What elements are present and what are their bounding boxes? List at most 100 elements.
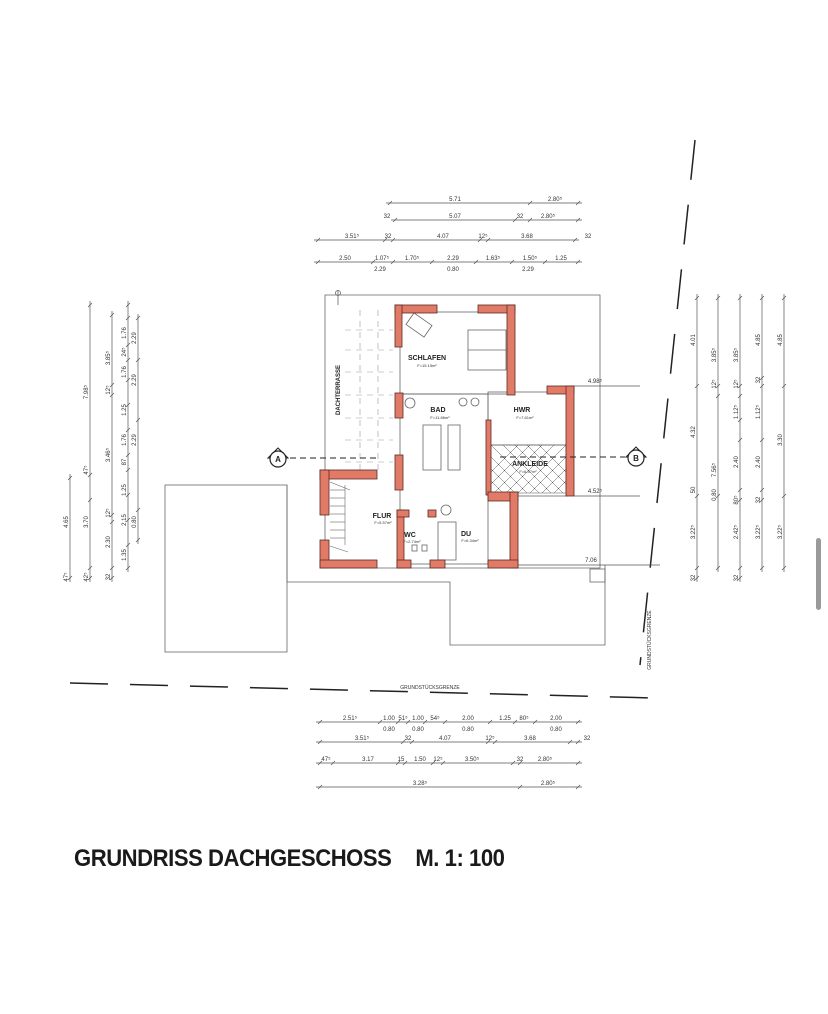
dimension-value: 4.07	[439, 736, 451, 742]
dimension-tick	[109, 565, 115, 571]
scrollbar[interactable]	[816, 538, 821, 610]
dimension-tick	[759, 487, 765, 493]
dimension-tick	[575, 739, 581, 745]
dimension-value: 1.70⁵	[405, 255, 420, 262]
dimension-tick	[125, 315, 131, 321]
dimension-value: 2.40	[734, 456, 740, 468]
room-name-du: DU	[461, 531, 471, 538]
dimension-value: 3.70	[84, 516, 90, 528]
dimension-value: 3.85⁵	[105, 350, 112, 365]
section-line: A B	[266, 446, 648, 468]
dimension-tick	[125, 542, 131, 548]
dimension-value: 0.80	[412, 727, 424, 733]
dimension-tick	[485, 237, 491, 243]
ground-floor-outline	[286, 485, 606, 646]
dimension-value: 2.30	[106, 536, 112, 548]
dimension-tick	[422, 719, 428, 725]
dimension-value: 1.50	[414, 757, 426, 763]
dimension-value: 12⁵	[733, 379, 740, 389]
dimension-tick	[781, 383, 787, 389]
dimension-value: 3.30	[778, 434, 784, 446]
dimension-tick	[473, 259, 479, 265]
dimension-value: 32	[385, 234, 392, 240]
dimension-tick	[135, 357, 141, 363]
dimension-value: 4.01	[691, 334, 697, 346]
terrace-label: DACHTERRASSE	[336, 365, 342, 415]
dimension-value: 7.56⁵	[711, 462, 718, 477]
room-area-flur: F=5.57m²	[374, 520, 392, 525]
dimension-tick	[512, 719, 518, 725]
dimension-value: 80⁵	[519, 715, 529, 722]
dimension-value: 2.15	[122, 514, 128, 526]
section-marker-b: B	[624, 446, 648, 467]
dimension-value: 87	[122, 458, 128, 465]
dimension-tick	[759, 565, 765, 571]
dimension-tick	[737, 295, 743, 301]
dimension-tick	[575, 784, 581, 790]
dimension-value: 2.29	[447, 256, 459, 262]
dimension-value: 4.85	[778, 334, 784, 346]
dim-label: 4.98⁵	[588, 378, 603, 385]
dimension-tick	[737, 437, 743, 443]
dimension-value: 32	[585, 234, 592, 240]
dimension-tick	[567, 739, 573, 745]
dimension-tick	[390, 259, 396, 265]
dimension-value: 2.50	[339, 256, 351, 262]
dimension-tick	[125, 565, 131, 571]
dimension-tick	[87, 472, 93, 478]
dimension-tick	[715, 565, 721, 571]
dimension-tick	[135, 507, 141, 513]
dimension-value: 2.80⁵	[541, 213, 556, 220]
scale-text: M. 1: 100	[415, 845, 505, 872]
dimension-value: 15	[398, 757, 405, 763]
terrace-grid	[345, 310, 393, 470]
dimension-value: 2.80⁵	[538, 756, 553, 763]
dimension-value: 1.07⁵	[375, 255, 390, 262]
dimension-tick	[317, 719, 323, 725]
dimension-value: 12⁵	[105, 385, 112, 395]
dimension-tick	[125, 342, 131, 348]
dimension-value: 4.07	[437, 234, 449, 240]
dimension-value: 5.07	[449, 214, 461, 220]
dimension-tick	[125, 377, 131, 383]
dimension-tick	[125, 467, 131, 473]
dimension-value: 32	[691, 574, 697, 581]
dimension-value: 12⁵	[711, 379, 718, 389]
dimension-value: 4.32	[691, 426, 697, 438]
room-name-schlafen: SCHLAFEN	[408, 355, 446, 362]
dimension-value: 1.00	[383, 716, 395, 722]
dimension-value: 3.85⁵	[711, 347, 718, 362]
dimension-tick	[125, 427, 131, 433]
dimension-tick	[575, 719, 581, 725]
dimension-value: 2.00	[462, 716, 474, 722]
dimension-value: 2.29	[132, 332, 138, 344]
dimension-tick	[125, 357, 131, 363]
dimension-value: 24⁵	[121, 347, 128, 357]
vanity	[447, 424, 461, 471]
dimension-tick	[512, 217, 518, 223]
dimension-value: 32	[756, 496, 762, 503]
room-area-hwr: F=7.61m²	[516, 415, 534, 420]
dimension-tick	[87, 565, 93, 571]
dimension-value: 1.25	[555, 256, 567, 262]
dimension-value: 1.12⁵	[733, 404, 740, 419]
dimension-tick	[125, 452, 131, 458]
dimension-tick	[135, 537, 141, 543]
dimension-tick	[737, 565, 743, 571]
dimension-tick	[477, 237, 483, 243]
room-area-bad: F=11.86m²	[430, 415, 450, 420]
dimension-tick	[715, 295, 721, 301]
dimension-value: 1.76	[122, 327, 128, 339]
dimension-value: 1.50⁵	[523, 255, 538, 262]
dimension-value: 5.71	[449, 197, 461, 203]
dimension-tick	[572, 237, 578, 243]
dimension-value: 80⁵	[733, 495, 740, 505]
interior-lines	[399, 311, 569, 565]
dimension-tick	[67, 475, 73, 481]
dimension-tick	[125, 517, 131, 523]
room-area-ankleide: F=6.57m²	[519, 469, 537, 474]
dimension-value: 54⁵	[430, 715, 440, 722]
dimension-value: 1.35	[122, 549, 128, 561]
dimension-value: 2.29	[132, 434, 138, 446]
